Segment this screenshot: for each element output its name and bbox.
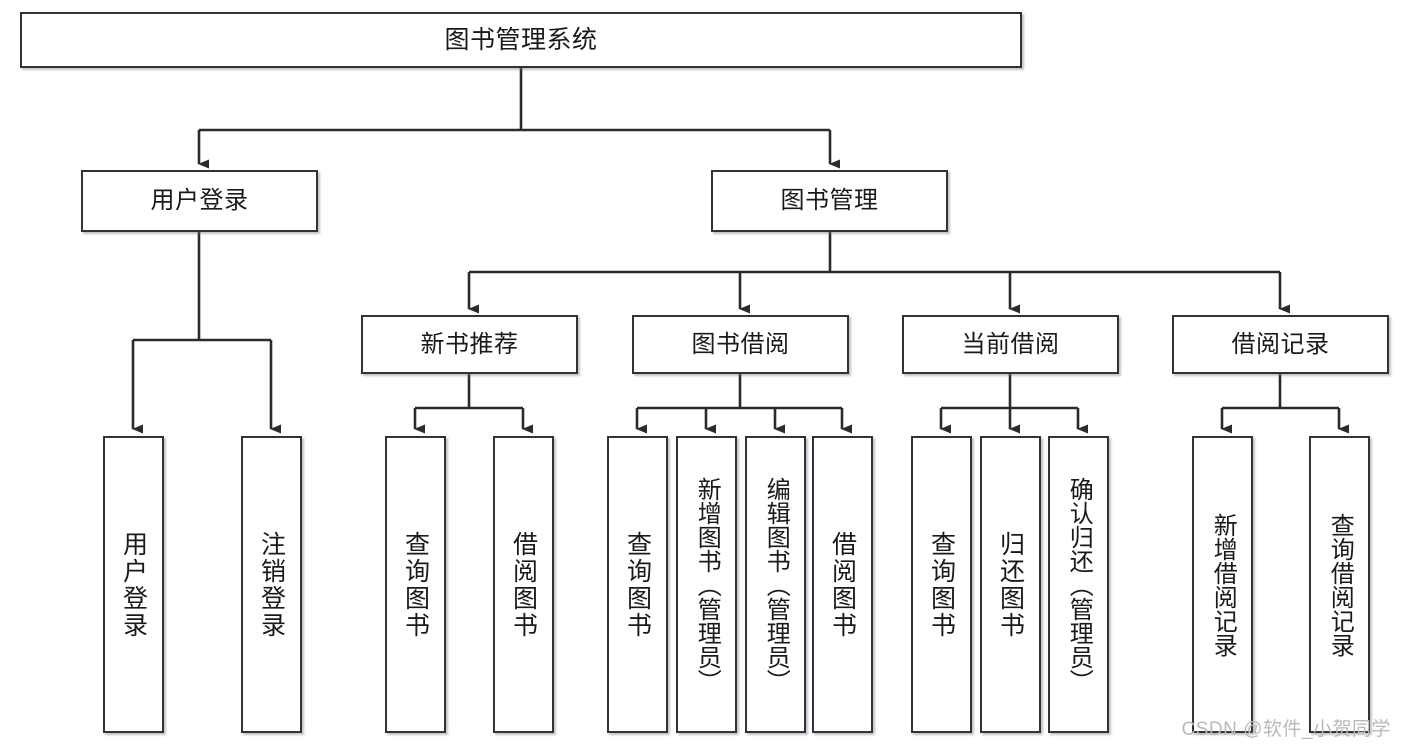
node-leaf-user-login-label: 用户登录 xyxy=(119,530,148,639)
node-borrow-record-label: 借阅记录 xyxy=(1231,330,1330,358)
node-leaf-add-book-label: 新增图书（管理员） xyxy=(693,476,721,693)
node-leaf-query-book-1[interactable]: 查询图书 xyxy=(385,436,446,733)
node-leaf-user-logout-label: 注销登录 xyxy=(257,530,286,639)
node-book-borrow[interactable]: 图书借阅 xyxy=(632,315,849,374)
node-user-login[interactable]: 用户登录 xyxy=(81,170,318,232)
node-leaf-borrow-book-2-label: 借阅图书 xyxy=(828,530,857,639)
watermark-text: CSDN @软件_小贺同学 xyxy=(1181,719,1391,740)
node-leaf-borrow-book-2[interactable]: 借阅图书 xyxy=(812,436,873,733)
node-leaf-query-record[interactable]: 查询借阅记录 xyxy=(1309,436,1370,733)
node-leaf-query-book-2[interactable]: 查询图书 xyxy=(607,436,668,733)
node-new-book-recommend-label: 新书推荐 xyxy=(420,330,519,358)
node-leaf-return-book[interactable]: 归还图书 xyxy=(980,436,1041,733)
node-leaf-query-book-3[interactable]: 查询图书 xyxy=(911,436,972,733)
node-book-manage[interactable]: 图书管理 xyxy=(711,170,948,232)
node-leaf-borrow-book-1[interactable]: 借阅图书 xyxy=(493,436,554,733)
node-user-login-label: 用户登录 xyxy=(150,187,249,215)
node-leaf-query-book-1-label: 查询图书 xyxy=(401,530,430,639)
node-new-book-recommend[interactable]: 新书推荐 xyxy=(361,315,578,374)
node-leaf-user-login[interactable]: 用户登录 xyxy=(103,436,164,733)
node-leaf-borrow-book-1-label: 借阅图书 xyxy=(509,530,538,639)
node-current-borrow-label: 当前借阅 xyxy=(961,330,1060,358)
node-leaf-add-record-label: 新增借阅记录 xyxy=(1209,512,1237,657)
node-current-borrow[interactable]: 当前借阅 xyxy=(902,315,1119,374)
node-book-borrow-label: 图书借阅 xyxy=(691,330,790,358)
node-leaf-query-book-2-label: 查询图书 xyxy=(623,530,652,639)
node-leaf-confirm-return[interactable]: 确认归还（管理员） xyxy=(1048,436,1109,733)
node-leaf-user-logout[interactable]: 注销登录 xyxy=(241,436,302,733)
node-leaf-edit-book[interactable]: 编辑图书（管理员） xyxy=(745,436,806,733)
node-root-system[interactable]: 图书管理系统 xyxy=(20,12,1022,68)
node-book-manage-label: 图书管理 xyxy=(780,187,879,215)
node-leaf-return-book-label: 归还图书 xyxy=(996,530,1025,639)
node-leaf-edit-book-label: 编辑图书（管理员） xyxy=(762,476,790,693)
node-leaf-query-book-3-label: 查询图书 xyxy=(927,530,956,639)
node-leaf-query-record-label: 查询借阅记录 xyxy=(1326,512,1354,657)
node-leaf-add-record[interactable]: 新增借阅记录 xyxy=(1192,436,1253,733)
node-leaf-confirm-return-label: 确认归还（管理员） xyxy=(1065,476,1093,693)
node-leaf-add-book[interactable]: 新增图书（管理员） xyxy=(676,436,737,733)
node-root-system-label: 图书管理系统 xyxy=(444,25,598,54)
node-borrow-record[interactable]: 借阅记录 xyxy=(1172,315,1389,374)
